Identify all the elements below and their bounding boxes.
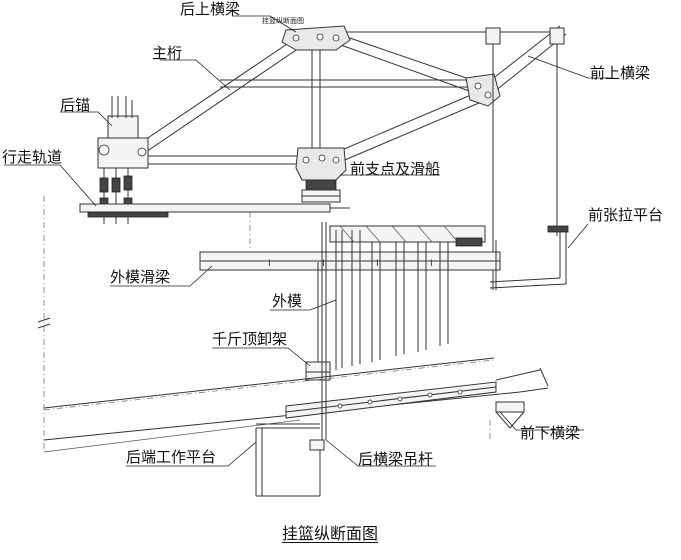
small-drawing-title: 挂篮纵断面图 [262,17,304,25]
label-jack-unloading-frame: 千斤顶卸架 [212,330,288,348]
label-rear-upper-crossbeam: 后上横梁 [180,0,241,18]
label-outer-form-skid-beam: 外模滑梁 [110,268,171,286]
label-rear-anchor: 后锚 [60,96,91,114]
front-upper-crossbeam [485,27,565,290]
svg-text:I: I [376,259,379,269]
label-front-tension-platform: 前张拉平台 [588,206,664,224]
outer-form-skid-beam: I I I I [199,251,501,271]
svg-text:I: I [322,259,325,269]
leader-lines [4,15,612,467]
figure-caption: 挂篮纵断面图 [282,524,379,543]
center-lines [43,196,491,450]
label-front-lower-crossbeam: 前下横梁 [520,424,581,442]
label-outer-form: 外模 [272,292,303,310]
bottom-basket-platform [285,367,549,419]
girder-bottom-lines [43,357,521,453]
form-top-frame [329,225,486,247]
rear-work-platform [255,423,325,497]
rear-anchor-assembly [97,96,149,224]
label-front-support-and-skid: 前支点及滑船 [350,160,441,178]
label-main-truss: 主桁 [152,44,183,62]
walking-track [79,203,350,218]
outer-form-panels [335,230,497,370]
caption-underline [282,542,378,543]
label-front-upper-crossbeam: 前上横梁 [590,64,651,82]
front-tension-platform [489,225,569,289]
rear-crossbeam-hanger-rod [321,222,327,440]
main-truss [129,25,567,165]
label-rear-work-platform: 后端工作平台 [126,448,217,466]
right-node-plate [465,73,501,107]
jack-unloading-frame [305,262,331,381]
break-symbol [37,317,51,329]
svg-text:I: I [268,259,271,269]
front-support-skid [295,147,347,203]
top-node-plate [281,25,351,51]
label-rear-crossbeam-hanger-rod: 后横梁吊杆 [358,450,434,468]
label-walking-track: 行走轨道 [2,148,63,166]
svg-text:I: I [430,259,433,269]
